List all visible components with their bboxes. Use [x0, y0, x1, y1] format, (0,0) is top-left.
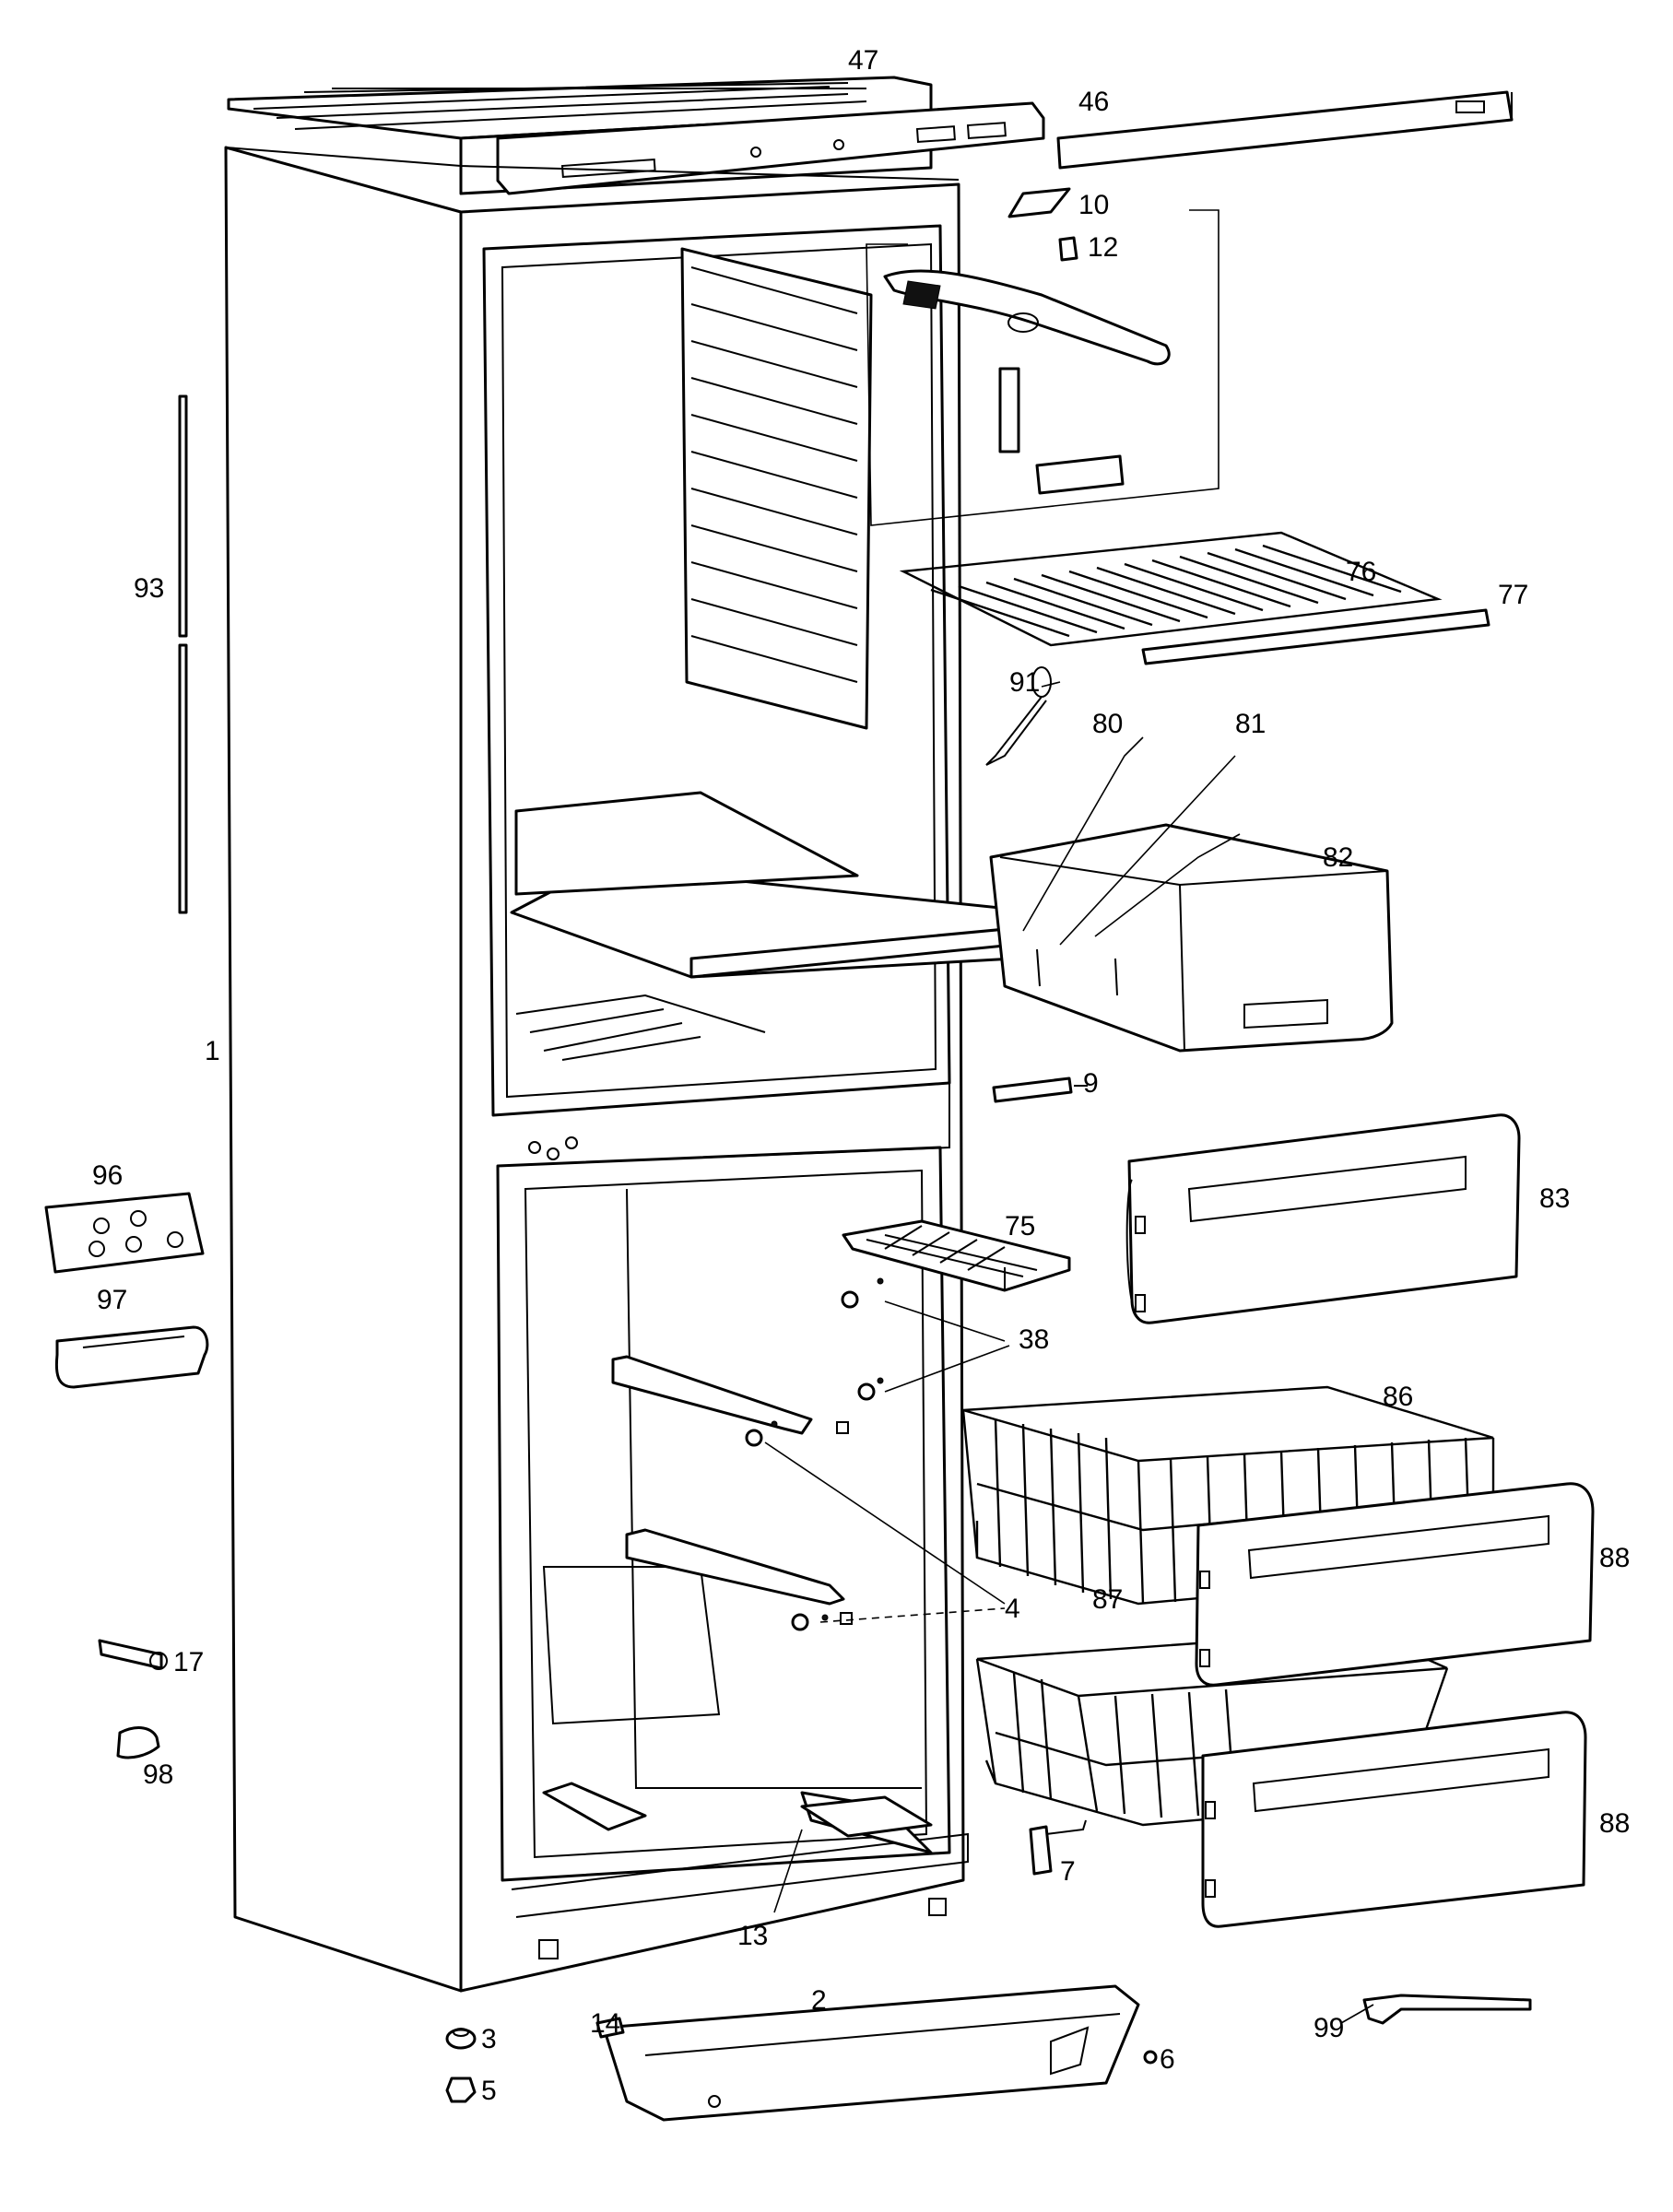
callout-96: 96 — [92, 1160, 123, 1191]
cabinet-body-part-1 — [224, 146, 1136, 1993]
callout-91: 91 — [1009, 667, 1040, 698]
callout-17: 17 — [173, 1647, 204, 1677]
callout-6: 6 — [1160, 2044, 1175, 2075]
callout-46: 46 — [1078, 87, 1109, 117]
foot-part-3 — [445, 2028, 477, 2050]
callout-13: 13 — [737, 1921, 768, 1951]
cover-part-96 — [44, 1192, 205, 1274]
drawer-front-part-88-upper — [1195, 1482, 1595, 1687]
freezer-flap-part-83 — [1125, 1113, 1521, 1324]
lamp-bulb-part-12 — [1058, 236, 1078, 262]
callout-83: 83 — [1539, 1183, 1570, 1214]
small-parts — [44, 1192, 1532, 2103]
bracket-part-13 — [800, 1795, 933, 1838]
callout-labels: 47 46 10 12 93 76 77 91 80 81 82 1 9 96 … — [92, 45, 1630, 2106]
callout-12: 12 — [1088, 232, 1118, 263]
bolt-part-38-upper — [841, 1290, 859, 1309]
handle-part-97 — [54, 1325, 209, 1389]
callout-88-upper: 88 — [1599, 1543, 1630, 1573]
trim-strip-part-46 — [1056, 90, 1514, 170]
bracket-part-7 — [1029, 1819, 1087, 1876]
callout-99: 99 — [1314, 2013, 1344, 2043]
adjustable-foot-part-5 — [445, 2077, 477, 2103]
shelf-trim-part-77 — [1141, 608, 1490, 665]
bolt-part-4-upper — [745, 1429, 763, 1447]
callout-80: 80 — [1092, 709, 1123, 739]
drawer-front-part-88-lower — [1201, 1711, 1587, 1928]
lamp-holder-part-10 — [1007, 187, 1071, 218]
leader-13 — [773, 1829, 803, 1913]
bushing-part-98 — [116, 1726, 160, 1759]
wire-shelf-part-76 — [899, 531, 1443, 647]
tool-part-99 — [1362, 1994, 1532, 2025]
bolt-part-4-lower — [791, 1613, 809, 1631]
callout-3: 3 — [481, 2024, 497, 2054]
callout-77: 77 — [1498, 580, 1528, 610]
crisper-drawer-part-82 — [989, 823, 1394, 1053]
thermostat-assembly — [866, 187, 1219, 526]
callout-75: 75 — [1005, 1211, 1035, 1241]
callout-5: 5 — [481, 2076, 497, 2106]
callout-38: 38 — [1019, 1324, 1049, 1355]
kick-plate-part-2 — [602, 1984, 1140, 2122]
callout-98: 98 — [143, 1759, 173, 1790]
callout-47: 47 — [848, 45, 878, 76]
callout-76: 76 — [1346, 557, 1376, 587]
hinge-part-9 — [992, 1077, 1088, 1103]
callout-1: 1 — [205, 1036, 220, 1066]
callout-93: 93 — [134, 573, 164, 604]
leader-80 — [1094, 833, 1241, 937]
clip-part-14 — [595, 2017, 625, 2039]
callout-81: 81 — [1235, 709, 1266, 739]
callout-86: 86 — [1383, 1382, 1413, 1412]
leader-91 — [1041, 681, 1061, 688]
callout-87: 87 — [1092, 1584, 1123, 1615]
callout-4: 4 — [1005, 1594, 1020, 1624]
bolt-part-38-lower — [857, 1382, 876, 1401]
callout-10: 10 — [1078, 190, 1109, 220]
leader-lines — [773, 681, 1374, 2024]
door-seal-strip-part-93 — [178, 394, 188, 914]
screw-part-6 — [1143, 2050, 1158, 2065]
evaporator-fins — [680, 247, 873, 730]
leader-80b — [1022, 736, 1144, 932]
callout-14: 14 — [590, 2008, 620, 2039]
ice-tray-part-75 — [842, 1219, 1071, 1292]
shelf-clip-part-91 — [985, 666, 1052, 766]
callout-2: 2 — [811, 1985, 827, 2016]
callout-82: 82 — [1323, 842, 1353, 873]
leader-99 — [1340, 2004, 1374, 2024]
leader-81 — [1059, 755, 1236, 946]
callout-88-lower: 88 — [1599, 1808, 1630, 1839]
callout-97: 97 — [97, 1285, 127, 1315]
callout-9: 9 — [1083, 1068, 1099, 1099]
callout-7: 7 — [1060, 1856, 1076, 1887]
